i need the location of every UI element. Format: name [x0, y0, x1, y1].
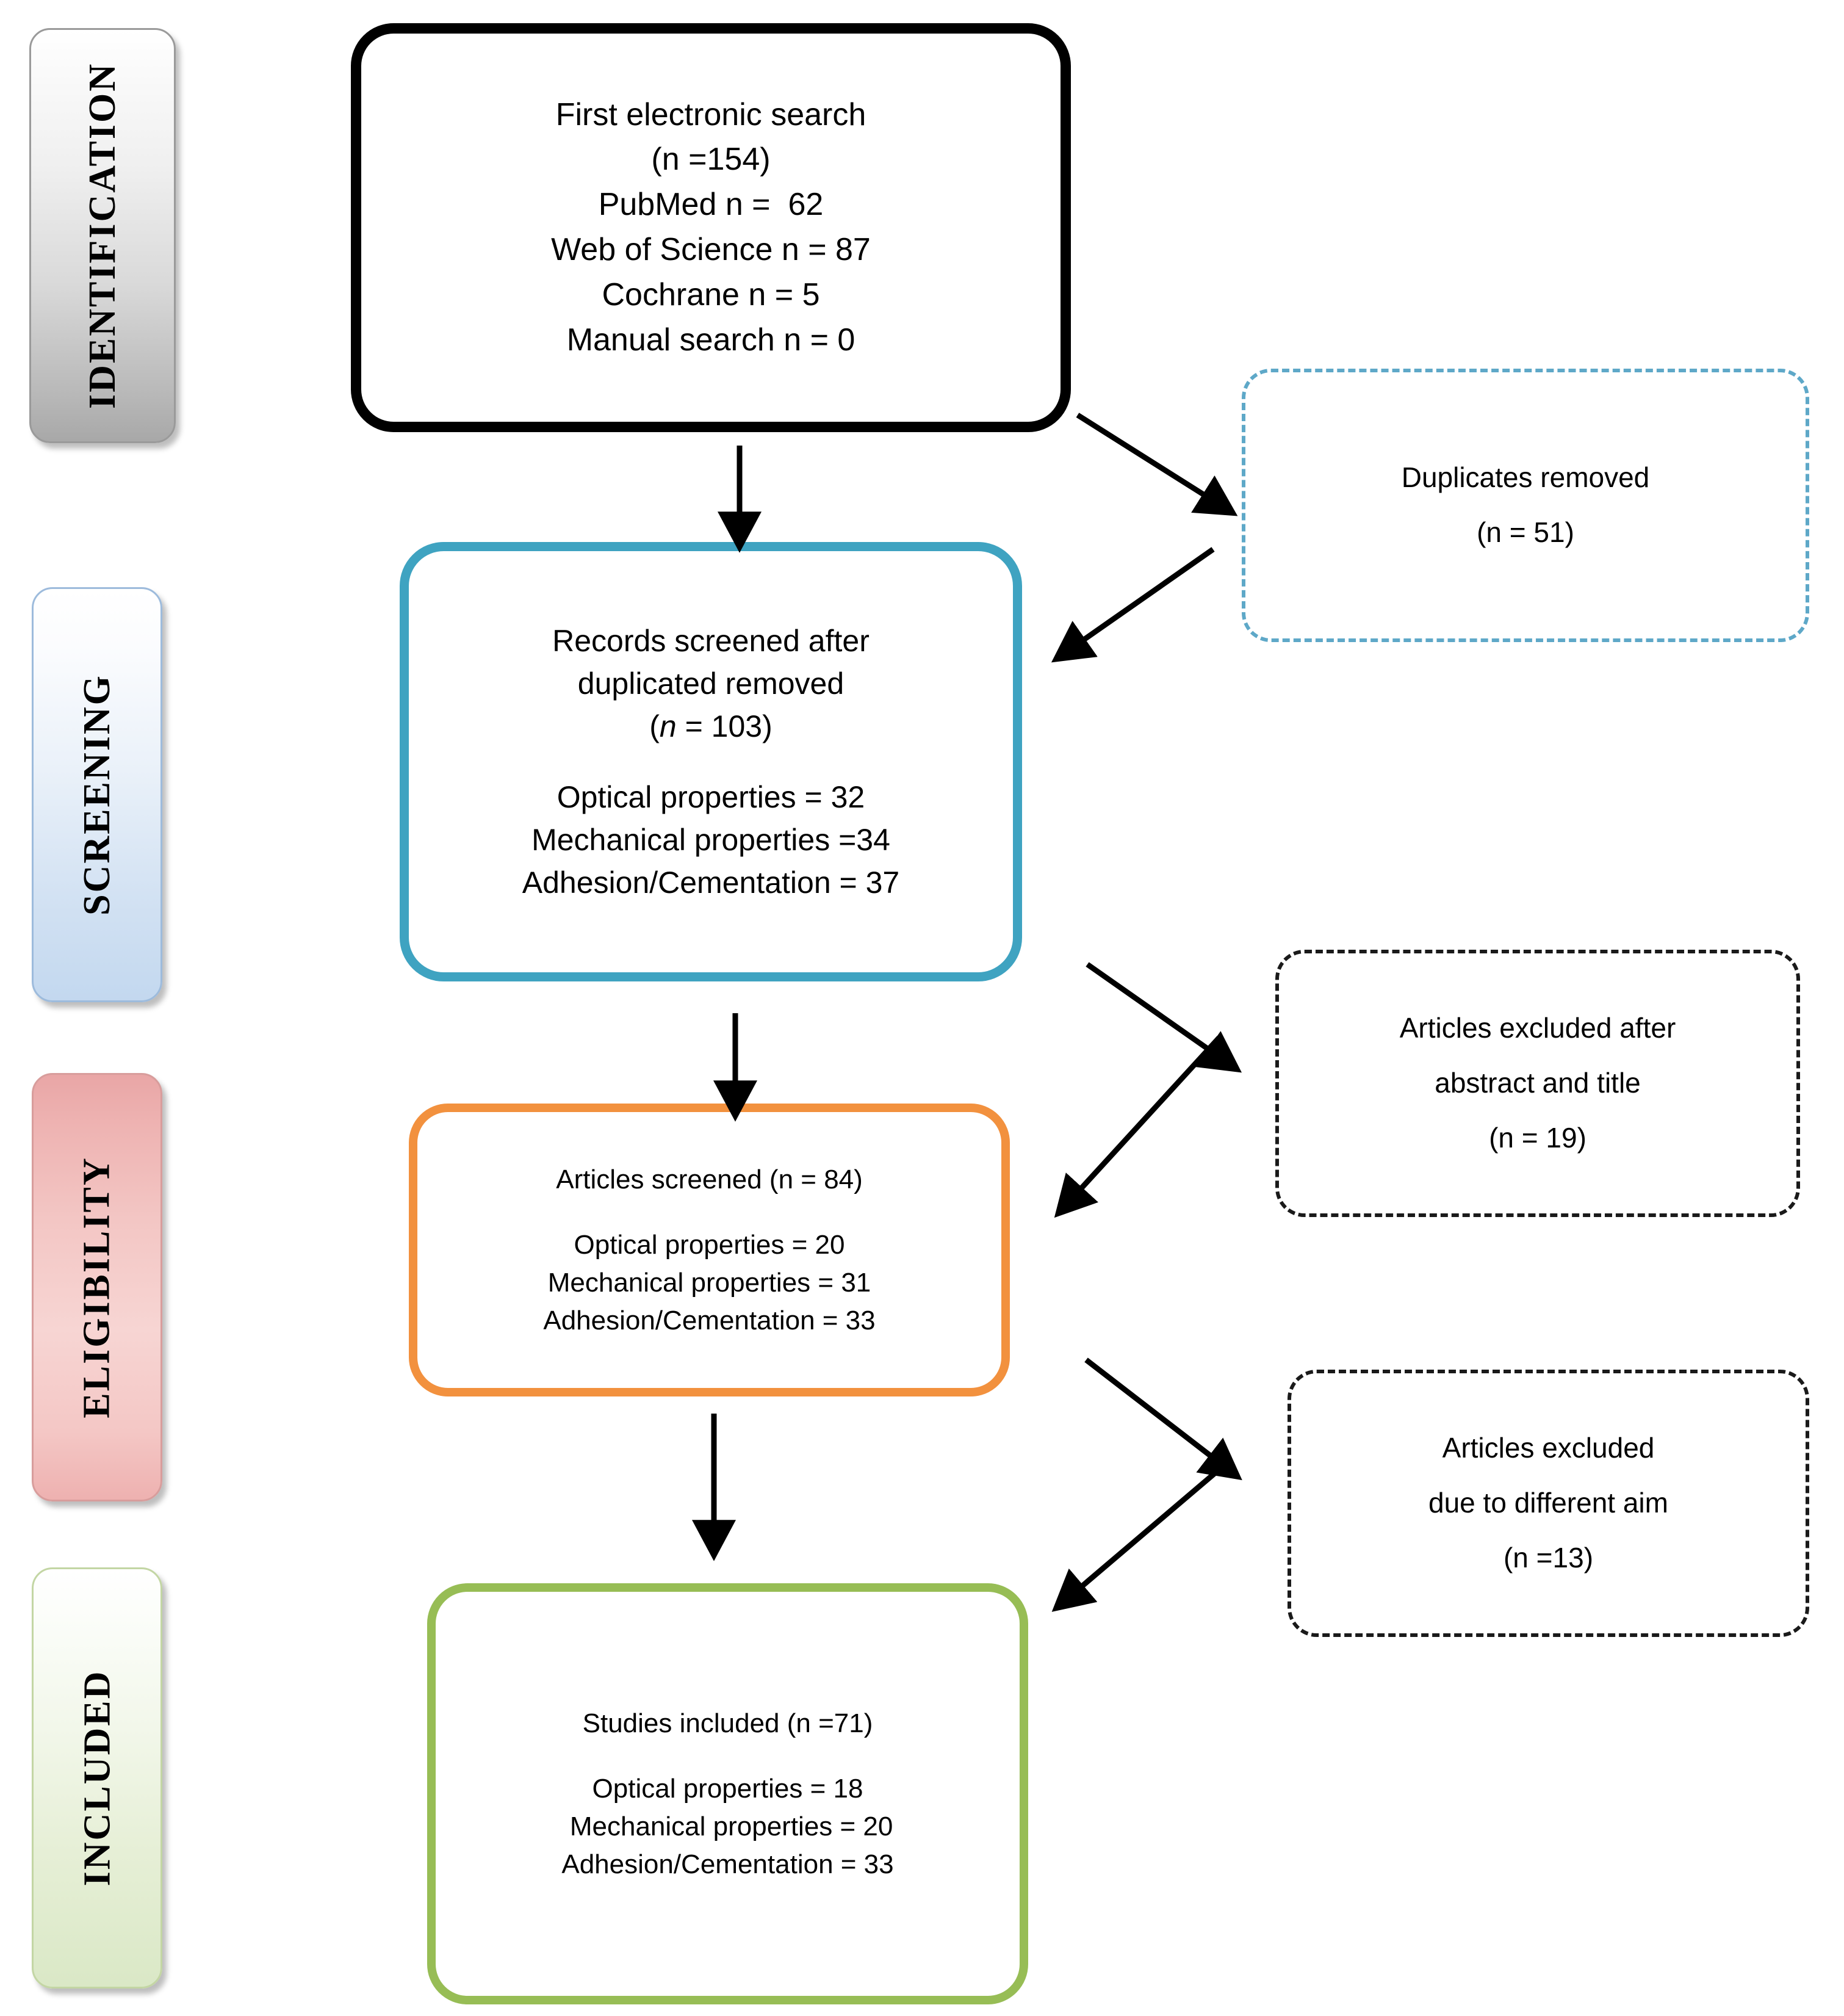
- excluded-abstract-line-2: abstract and title: [1435, 1067, 1641, 1099]
- eligibility-heading: Articles screened (n = 84): [556, 1164, 863, 1194]
- duplicates-line-1: Duplicates removed: [1401, 461, 1650, 494]
- included-heading: Studies included (n =71): [582, 1708, 873, 1738]
- excluded-aim-line-3: (n =13): [1503, 1541, 1594, 1573]
- screening-detail-1: Optical properties = 32: [556, 780, 865, 814]
- stage-label-identification-text: IDENTIFICATION: [82, 62, 124, 409]
- identification-line-5: Cochrane n = 5: [602, 276, 820, 313]
- box-duplicates-removed: Duplicates removed (n = 51): [1242, 369, 1809, 642]
- arrow-identification-to-duplicates: [1076, 413, 1238, 516]
- screening-count: (n = 103): [649, 705, 773, 748]
- screening-count-n: n: [659, 709, 677, 743]
- excluded-aim-line-2: due to different aim: [1428, 1487, 1668, 1519]
- stage-label-included: INCLUDED: [32, 1567, 162, 1989]
- screening-count-suffix: = 103): [676, 709, 773, 743]
- excluded-aim-line-1: Articles excluded: [1442, 1432, 1655, 1464]
- stage-label-eligibility-text: ELIGIBILITY: [76, 1156, 118, 1418]
- identification-line-3: PubMed n = 62: [598, 187, 824, 223]
- box-excluded-after-abstract-title: Articles excluded after abstract and tit…: [1275, 950, 1800, 1217]
- identification-line-2: (n =154): [651, 142, 771, 178]
- eligibility-detail-3: Adhesion/Cementation = 33: [543, 1305, 876, 1335]
- excluded-abstract-line-3: (n = 19): [1489, 1121, 1586, 1154]
- box-records-screened: Records screened after duplicated remove…: [400, 542, 1022, 981]
- stage-label-included-text: INCLUDED: [76, 1669, 118, 1887]
- arrow-excluded-abstract-to-eligibility: [1054, 1035, 1222, 1218]
- eligibility-detail-2: Mechanical properties = 31: [547, 1268, 871, 1298]
- screening-line-1: Records screened after: [552, 624, 870, 658]
- excluded-abstract-line-1: Articles excluded after: [1399, 1012, 1676, 1044]
- screening-detail-3: Adhesion/Cementation = 37: [522, 865, 900, 900]
- arrow-screening-to-excluded-abstract: [1086, 962, 1242, 1073]
- stage-label-eligibility: ELIGIBILITY: [32, 1073, 162, 1501]
- identification-line-4: Web of Science n = 87: [551, 232, 871, 267]
- identification-line-6: Manual search n = 0: [566, 322, 855, 358]
- identification-line-1: First electronic search: [555, 96, 866, 132]
- stage-label-identification: IDENTIFICATION: [29, 28, 176, 443]
- box-identification: First electronic search (n =154) PubMed …: [351, 23, 1071, 432]
- arrow-duplicates-to-screening: [1051, 547, 1215, 663]
- screening-line-2: duplicated removed: [577, 667, 845, 701]
- box-articles-screened: Articles screened (n = 84) Optical prope…: [409, 1104, 1010, 1396]
- box-studies-included: Studies included (n =71) Optical propert…: [427, 1583, 1028, 2004]
- included-detail-3: Adhesion/Cementation = 33: [561, 1849, 894, 1879]
- arrow-excluded-aim-to-included: [1051, 1466, 1222, 1612]
- screening-count-prefix: (: [649, 709, 660, 743]
- included-detail-1: Optical properties = 18: [592, 1774, 863, 1804]
- duplicates-line-2: (n = 51): [1477, 516, 1574, 548]
- box-excluded-different-aim: Articles excluded due to different aim (…: [1288, 1370, 1809, 1637]
- stage-label-screening: SCREENING: [32, 587, 162, 1002]
- screening-detail-2: Mechanical properties =34: [531, 823, 890, 857]
- eligibility-detail-1: Optical properties = 20: [574, 1230, 845, 1260]
- stage-label-screening-text: SCREENING: [76, 674, 118, 916]
- included-detail-2: Mechanical properties = 20: [562, 1812, 893, 1841]
- arrow-eligibility-to-excluded-aim: [1084, 1357, 1242, 1481]
